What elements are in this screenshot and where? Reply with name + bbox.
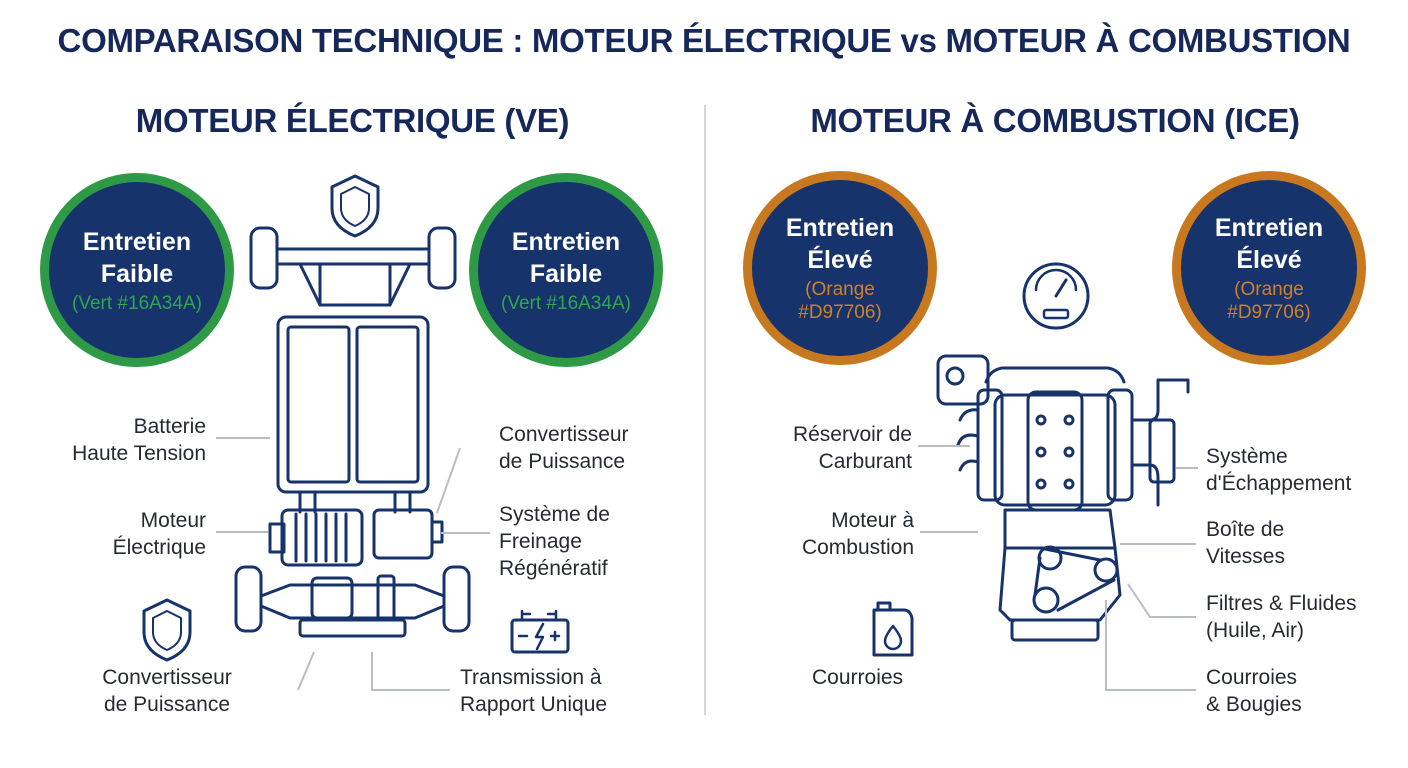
ice-section-title: MOTEUR À COMBUSTION (ICE) <box>810 102 1300 139</box>
label-belts-plugs: Courroies& Bougies <box>1206 666 1302 716</box>
ice-maintenance-badge-left: Entretien Élevé (Orange #D97706) <box>743 171 937 365</box>
shield-icon <box>142 598 192 662</box>
badge-line2: Élevé <box>1236 246 1302 274</box>
battery-charge-icon <box>510 609 570 654</box>
section-divider <box>704 105 706 715</box>
badge-note-line1: (Orange #D97706) <box>1227 279 1311 323</box>
badge-line1: Entretien <box>82 227 192 256</box>
badge-line1: Entretien <box>785 214 895 242</box>
badge-line2: Faible <box>529 259 603 288</box>
ev-section-title: MOTEUR ÉLECTRIQUE (VE) <box>135 102 570 139</box>
badge-note: (Vert #16A34A) <box>72 292 202 314</box>
ev-maintenance-badge-right: Entretien Faible (Vert #16A34A) <box>469 173 663 367</box>
oil-can-icon <box>872 601 914 657</box>
ice-engine-illustration <box>936 354 1190 642</box>
label-filters-fluids: Filtres & Fluides(Huile, Air) <box>1206 592 1357 642</box>
label-belts-left: Courroies <box>812 666 904 689</box>
badge-line1: Entretien <box>1214 214 1324 242</box>
shield-icon <box>330 174 380 238</box>
badge-note: (Vert #16A34A) <box>501 292 631 314</box>
gauge-icon <box>1022 262 1090 330</box>
badge-line2: Faible <box>100 259 174 288</box>
ev-chassis-illustration <box>234 174 471 638</box>
ice-maintenance-badge-right: Entretien Élevé (Orange #D97706) <box>1172 171 1366 365</box>
badge-note-line1: (Orange #D97706) <box>798 279 882 323</box>
badge-line1: Entretien <box>511 227 621 256</box>
badge-line2: Élevé <box>807 246 873 274</box>
main-title: COMPARAISON TECHNIQUE : MOTEUR ÉLECTRIQU… <box>57 22 1351 59</box>
ev-maintenance-badge-left: Entretien Faible (Vert #16A34A) <box>40 173 234 367</box>
